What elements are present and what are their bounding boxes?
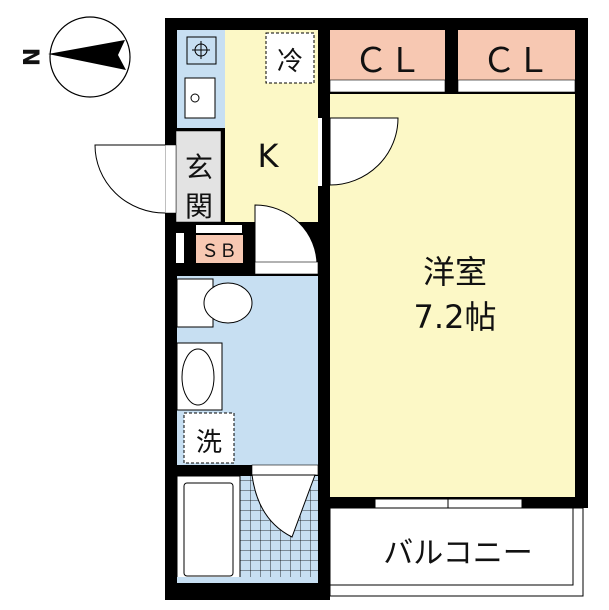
refrigerator-space bbox=[265, 32, 315, 84]
entrance-label-1: 玄 bbox=[185, 151, 213, 184]
entrance-label-2: 関 bbox=[185, 190, 213, 223]
kitchen-label: K bbox=[258, 137, 280, 175]
compass: N bbox=[17, 16, 131, 98]
compass-north-label: N bbox=[17, 48, 42, 66]
washbasin-icon bbox=[181, 348, 215, 406]
closet-1-label: ＣＬ bbox=[354, 41, 422, 81]
closet-1 bbox=[330, 30, 445, 80]
shoe-box-label: ＳＢ bbox=[201, 241, 237, 262]
north-arrow-icon bbox=[48, 40, 126, 70]
room-door[interactable] bbox=[329, 117, 399, 186]
closet-2-label: ＣＬ bbox=[482, 41, 550, 81]
western-room-label: 洋室 bbox=[423, 253, 487, 291]
entrance-area bbox=[175, 130, 222, 223]
shoe-box bbox=[196, 235, 243, 263]
washer-space bbox=[183, 412, 235, 464]
balcony-label: バルコニー bbox=[383, 536, 532, 571]
washer-label: 洗 bbox=[196, 428, 222, 458]
refrigerator-label: 冷 bbox=[277, 47, 303, 77]
bath-folding-door[interactable] bbox=[251, 474, 316, 538]
sink-icon bbox=[184, 77, 216, 119]
closet-2 bbox=[458, 30, 575, 80]
toilet-icon bbox=[203, 282, 253, 324]
front-door[interactable] bbox=[94, 144, 166, 214]
western-room-size: 7.2帖 bbox=[414, 298, 497, 336]
